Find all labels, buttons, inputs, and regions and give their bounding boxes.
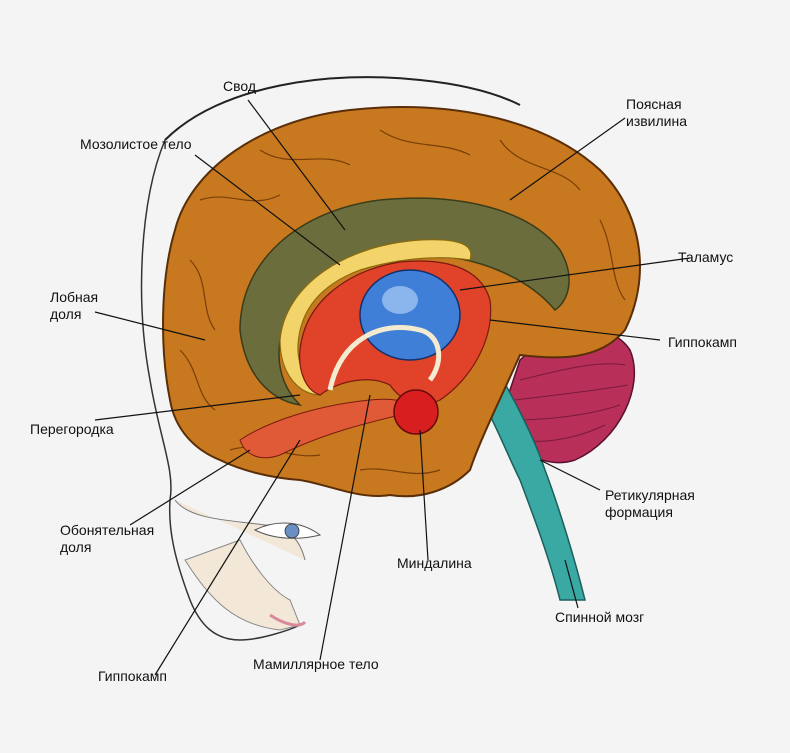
head-outline: [140, 76, 521, 641]
eye-icon: [284, 523, 300, 539]
label-spinal-cord: Спинной мозг: [555, 609, 645, 625]
label-thalamus: Таламус: [678, 249, 734, 265]
label-amygdala: Миндалина: [397, 555, 472, 571]
amygdala-shape: [393, 389, 439, 435]
label-cingulate-gyrus: Поясная извилина: [626, 96, 688, 129]
label-corpus-callosum: Мозолистое тело: [80, 136, 192, 152]
label-mamillary-body: Мамиллярное тело: [253, 656, 379, 672]
label-svod: Свод: [223, 78, 257, 94]
thalamus-shape: [359, 269, 461, 361]
label-septum: Перегородка: [30, 421, 114, 437]
face: [184, 522, 322, 631]
brainstem-shape: [468, 374, 586, 601]
cingulate-gyrus-shape: [239, 197, 570, 407]
label-frontal-lobe: Лобная доля: [50, 289, 99, 322]
label-reticular-formation: Ретикулярная формация: [605, 487, 695, 520]
leader-lines: [94, 99, 691, 676]
label-hippocampus-bottom: Гиппокамп: [98, 668, 167, 684]
label-hippocampus-right: Гиппокамп: [668, 334, 737, 350]
label-olfactory-lobe: Обонятельная доля: [60, 522, 155, 555]
